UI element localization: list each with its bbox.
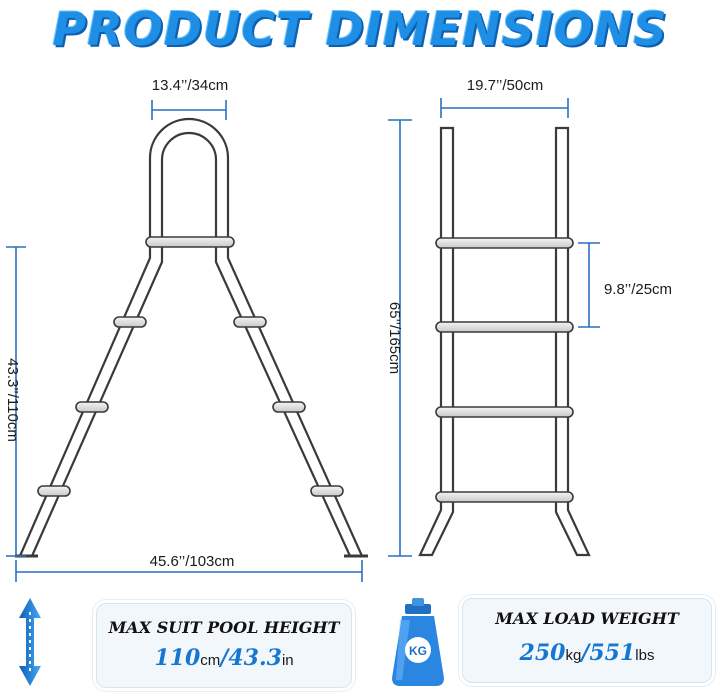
pool-height-card-title: MAX SUIT POOL HEIGHT [108, 618, 340, 637]
step-left-3 [37, 485, 71, 497]
max-load-separator: / [581, 640, 590, 666]
straight-ladder-height-label: 65’’/165cm [386, 302, 403, 374]
a-frame-side-steps [37, 316, 344, 497]
step-left-2 [75, 401, 109, 413]
pool-height-imperial-unit: in [281, 652, 294, 669]
rung-3 [435, 406, 574, 418]
max-load-imperial-unit: lbs [635, 647, 655, 664]
pool-height-imperial-value: 43.3 [228, 645, 282, 671]
step-right-2 [272, 401, 306, 413]
max-load-card: MAX LOAD WEIGHT 250kg/551lbs [462, 598, 712, 683]
a-frame-base-width-label: 45.6’’/103cm [150, 553, 235, 570]
rung-1 [435, 237, 574, 249]
straight-ladder-right-rail [554, 126, 591, 557]
step-left-1 [113, 316, 147, 328]
max-load-imperial-value: 551 [589, 640, 636, 666]
kg-weight-label: KG [409, 644, 427, 658]
ladder-rail-outer [18, 117, 364, 557]
max-load-card-title: MAX LOAD WEIGHT [495, 609, 679, 628]
pool-height-card: MAX SUIT POOL HEIGHT 110cm/43.3in [96, 603, 352, 688]
kg-weight-icon [392, 598, 444, 686]
pool-height-separator: / [220, 645, 229, 671]
a-frame-top-width-label: 13.4’’/34cm [152, 77, 228, 94]
pool-height-metric-unit: cm [200, 652, 221, 669]
a-frame-height-label: 43.3’’/110cm [4, 358, 21, 442]
max-load-value: 250kg/551lbs [463, 640, 711, 666]
step-spacing-label: 9.8’’/25cm [604, 281, 672, 298]
straight-ladder-left-rail [418, 126, 455, 557]
max-load-metric-unit: kg [565, 647, 582, 664]
max-load-metric-value: 250 [519, 640, 566, 666]
step-right-1 [233, 316, 267, 328]
rung-4 [435, 491, 574, 503]
height-arrow-icon [19, 598, 41, 686]
pool-height-value: 110cm/43.3in [97, 645, 351, 671]
straight-ladder [418, 126, 591, 557]
straight-ladder-dimension-lines [388, 98, 600, 557]
a-frame-dimension-lines [6, 100, 363, 582]
straight-ladder-rungs [435, 237, 574, 503]
page-title: PRODUCT DIMENSIONS [52, 2, 668, 56]
ladder-rail-inner [30, 131, 352, 557]
straight-ladder-top-width-label: 19.7’’/50cm [467, 77, 543, 94]
rung-2 [435, 321, 574, 333]
pool-height-metric-value: 110 [154, 645, 201, 671]
a-frame-top-step [145, 236, 235, 248]
step-right-3 [310, 485, 344, 497]
